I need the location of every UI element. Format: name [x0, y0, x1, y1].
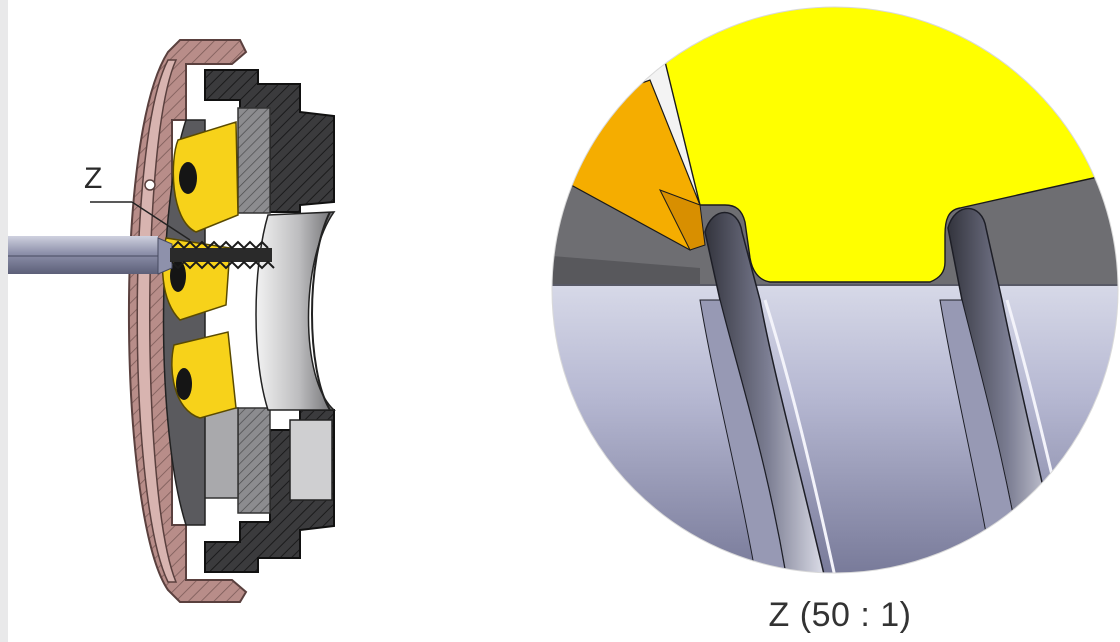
tool-section-view: [8, 39, 336, 603]
detail-marker-label: Z: [84, 162, 103, 195]
detail-caption: Z (50 : 1): [768, 596, 912, 634]
thread-cut: [170, 240, 275, 270]
thread-groove-left: [699, 299, 791, 573]
z-leader-line-2: [131, 201, 191, 241]
orange-wedge-lower: [658, 189, 706, 251]
shaft-tip: [157, 237, 173, 275]
clamp-block-top: [237, 107, 271, 214]
yellow-insert: [649, 7, 1118, 283]
insert-screw-middle: [170, 260, 186, 292]
steel-block-shadow: [552, 255, 700, 290]
clamp-block-bottom: [237, 407, 271, 514]
housing-top: [204, 69, 335, 213]
bore-lip: [311, 211, 331, 411]
flange-hole: [144, 179, 156, 191]
insert-top: [172, 120, 239, 233]
detail-circle-content: [552, 7, 1118, 573]
bore-surface: [255, 211, 336, 411]
bottom-recess: [289, 419, 333, 501]
shim-bottom: [203, 407, 239, 499]
left-edge-strip: [0, 0, 8, 642]
workpiece-shaft: [8, 236, 158, 274]
insert-screw-bottom: [176, 368, 192, 400]
thread-highlight-left: [763, 299, 842, 573]
detail-view-z: [551, 6, 1119, 574]
inserts: [161, 120, 239, 419]
detail-circle-border: [551, 6, 1119, 574]
insert-screw-top: [179, 162, 197, 194]
